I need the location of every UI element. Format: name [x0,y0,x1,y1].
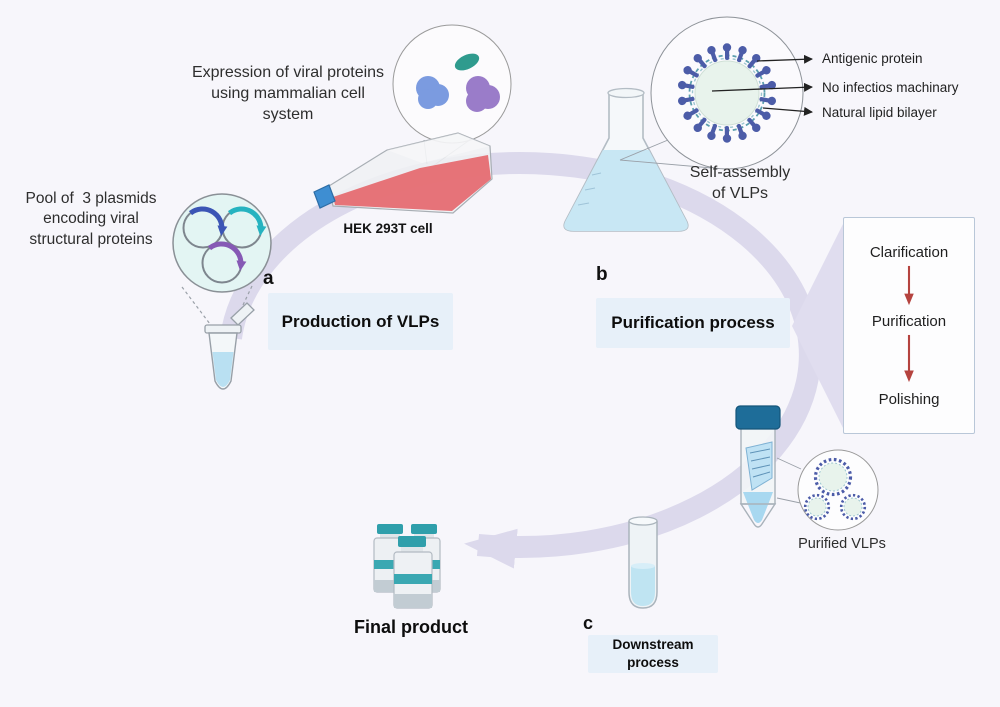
step-letter-b: b [596,264,608,285]
cycle-arrow [220,152,821,569]
flow-step-clarification: Clarification [869,244,949,261]
step-b-title-box: Purification process [596,298,790,348]
vlp-annotation-arrows [711,54,813,116]
protein-teal-icon [454,53,480,71]
protein-blob-circle [392,24,512,144]
purification-flow-box: Clarification Purification Polishing [843,217,975,434]
annotation-no-infectious-machinery: No infectios machinary [822,80,959,95]
plasmid-pool-label: Pool of 3 plasmids encoding viral struct… [25,190,157,248]
flask-callout-lines [619,139,713,169]
flow-callout-wedge [792,224,843,428]
step-letter-a: a [263,268,274,289]
plasmid-blue-icon [188,206,228,236]
final-product-label: Final product [354,617,468,637]
microtube-icon [204,302,255,390]
flow-step-polishing: Polishing [878,391,940,408]
purified-vlps-label: Purified VLPs [798,536,886,552]
plasmid-purple-icon [207,241,247,271]
protein-blue-icon [416,76,449,109]
culture-media [333,155,491,211]
step-letter-c: c [583,613,594,633]
vlp-particle-icon [650,16,804,170]
flow-arrow-down-icon [904,265,914,306]
falcon-tube-icon [735,405,781,528]
flask-liquid [564,150,688,231]
vials-icon [373,524,441,609]
flask-cap-icon [313,184,336,209]
step-c-title-box: Downstream process [588,635,718,673]
vial-icon [393,536,433,609]
expression-label: Expression of viral proteins using mamma… [191,64,385,124]
annotation-natural-lipid-bilayer: Natural lipid bilayer [822,105,937,120]
falcon-cap-icon [735,405,781,430]
annotation-antigenic-protein: Antigenic protein [822,51,923,66]
plasmid-pool-icon [172,193,272,293]
plasmid-callout-lines [181,285,253,325]
self-assembly-label: Self-assembly of VLPs [689,164,791,203]
erlenmeyer-flask-icon [563,87,689,232]
test-tube-icon [628,516,658,609]
protein-purple-icon [466,76,500,112]
purified-vlps-circle [797,449,879,531]
plasmid-teal-icon [227,206,267,236]
flow-step-purification: Purification [871,313,947,330]
hek-cell-label: HEK 293T cell [343,221,433,236]
flow-arrow-down-icon [904,334,914,383]
culture-flask-icon [313,132,493,214]
step-a-title-box: Production of VLPs [268,293,453,350]
